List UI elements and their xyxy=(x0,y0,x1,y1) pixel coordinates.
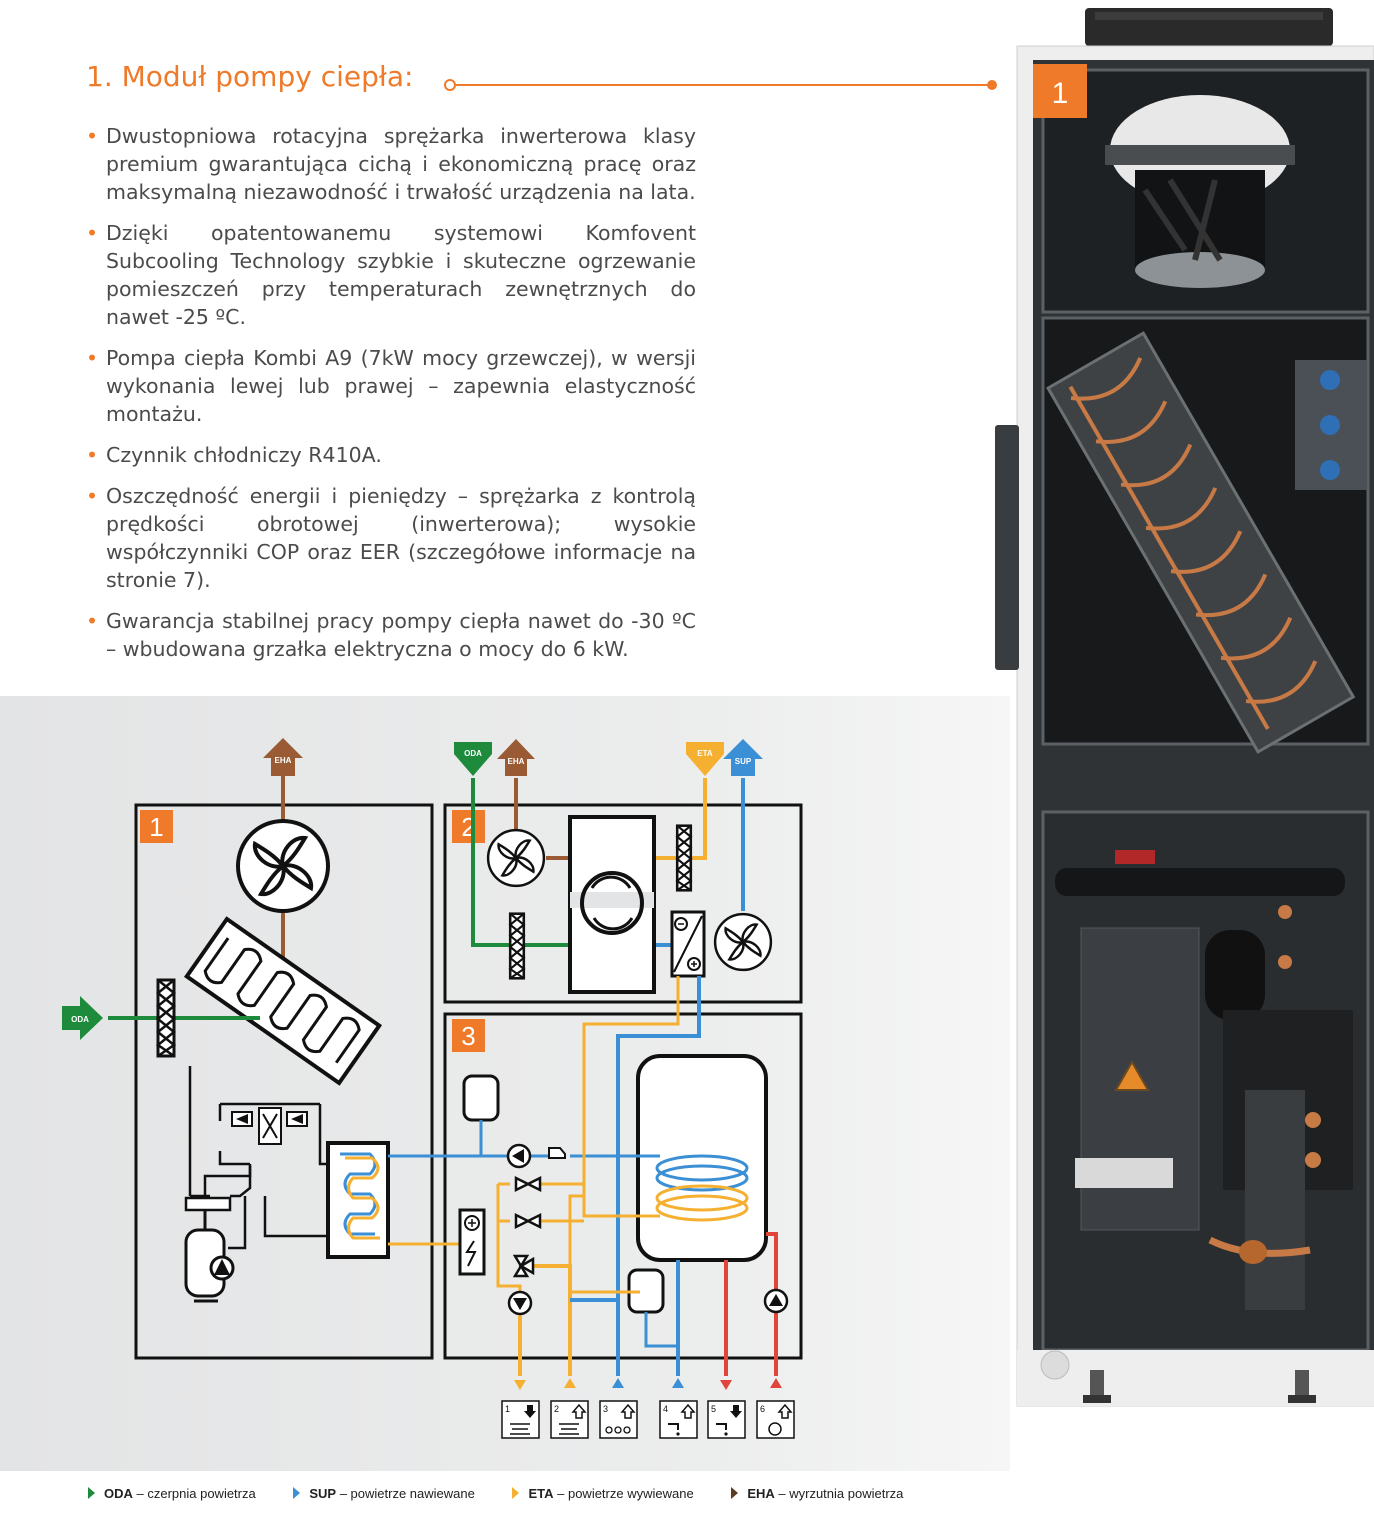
air-flow-legend: ODA – czerpnia powietrza SUP – powietrze… xyxy=(88,1486,937,1501)
eta-marker-icon xyxy=(512,1487,520,1499)
module-2-badge xyxy=(452,810,485,843)
legend-sup: SUP – powietrze nawiewane xyxy=(293,1486,475,1501)
module-3-frame xyxy=(443,1012,803,1360)
svg-text:ODA: ODA xyxy=(464,749,482,758)
svg-text:3: 3 xyxy=(603,1404,608,1414)
exhaust-fan-icon xyxy=(486,828,546,888)
svg-text:ODA: ODA xyxy=(71,1015,89,1024)
eta-arrow-top xyxy=(686,742,724,776)
legend-eta: ETA – powietrze wywiewane xyxy=(512,1486,694,1501)
module-3-label: 3 xyxy=(461,1021,475,1051)
title-leader-line xyxy=(444,79,997,91)
check-valve-icon xyxy=(548,1147,566,1159)
oda-arrow-left xyxy=(62,996,103,1040)
expansion-vessel-icon xyxy=(462,1074,500,1122)
svg-text:ETA: ETA xyxy=(697,749,713,758)
extract-filter-icon xyxy=(675,824,693,892)
svg-text:4: 4 xyxy=(663,1404,668,1414)
eha-arrow-top xyxy=(497,739,535,776)
feature-list: •Dwustopniowa rotacyjna sprężarka inwert… xyxy=(86,122,696,676)
hot-water-port-icon xyxy=(707,1400,746,1439)
oda-marker-icon xyxy=(88,1487,95,1499)
legend-eha: EHA – wyrzutnia powietrza xyxy=(731,1486,903,1501)
legend-oda: ODA – czerpnia powietrza xyxy=(88,1486,256,1501)
feature-item: •Czynnik chłodniczy R410A. xyxy=(86,443,382,467)
module-3-badge xyxy=(452,1019,485,1052)
evaporator-coil xyxy=(183,916,383,1086)
feature-item: •Oszczędność energii i pieniędzy – spręż… xyxy=(86,484,696,592)
schematic-diagram: 1 2 3 EHA ODA xyxy=(62,738,803,1439)
photo-badge xyxy=(1033,64,1087,118)
feature-item: •Gwarancja stabilnej pracy pompy ciepła … xyxy=(86,609,696,661)
module-1-badge xyxy=(140,810,173,843)
svg-text:SUP: SUP xyxy=(735,757,752,766)
eha-marker-icon xyxy=(731,1487,739,1499)
supply-fan-icon xyxy=(713,912,773,972)
outdoor-filter-icon xyxy=(508,912,526,980)
water-tank-icon xyxy=(636,1054,768,1262)
sup-arrow-top xyxy=(723,739,763,776)
module-2-frame xyxy=(443,803,803,1004)
feature-item: •Pompa ciepła Kombi A9 (7kW mocy grzewcz… xyxy=(86,346,696,426)
svg-text:6: 6 xyxy=(760,1404,765,1414)
filter-icon xyxy=(156,978,176,1058)
module-1-label: 1 xyxy=(149,812,163,842)
valve-icon xyxy=(512,1175,542,1278)
eha-arrow-module1 xyxy=(263,738,303,776)
svg-text:1: 1 xyxy=(505,1404,510,1414)
svg-text:5: 5 xyxy=(711,1404,716,1414)
condenser-icon xyxy=(326,1141,390,1259)
refrigerant-circuit xyxy=(188,1066,342,1250)
port-icons: 1 2 3 4 5 6 xyxy=(501,1400,795,1439)
unit-photo: 1 xyxy=(995,8,1374,1407)
svg-text:2: 2 xyxy=(554,1404,559,1414)
photo-badge-label: 1 xyxy=(1052,77,1069,110)
svg-text:EHA: EHA xyxy=(275,756,292,765)
svg-text:EHA: EHA xyxy=(508,757,525,766)
fan-icon xyxy=(236,819,330,913)
feature-item: •Dzięki opatentowanemu systemowi Komfove… xyxy=(86,221,696,329)
feature-item: •Dwustopniowa rotacyjna sprężarka inwert… xyxy=(86,124,696,204)
oda-arrow-top xyxy=(454,742,492,776)
sup-marker-icon xyxy=(293,1487,301,1499)
section-title: 1. Moduł pompy ciepła: xyxy=(86,60,414,93)
